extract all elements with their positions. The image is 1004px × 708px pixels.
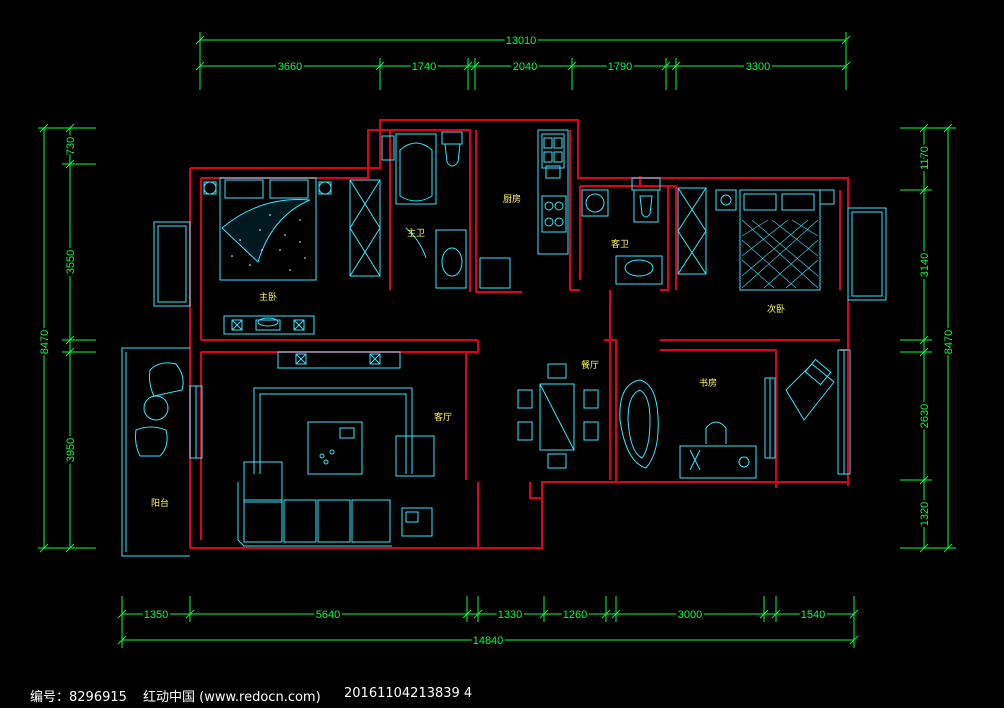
windows bbox=[121, 207, 887, 557]
dim-bottom-seg-4: 1260 bbox=[563, 609, 587, 621]
dim-left-seg-2: 3550 bbox=[65, 250, 77, 274]
master-bed-dots bbox=[231, 214, 306, 271]
reading-chair bbox=[785, 358, 835, 421]
dim-bottom-seg-5: 3000 bbox=[678, 609, 702, 621]
right-dimensions bbox=[900, 123, 956, 553]
living-sofa bbox=[237, 461, 392, 547]
master-bed bbox=[203, 177, 332, 281]
dim-top-seg-5: 3300 bbox=[746, 61, 770, 73]
living-armchair bbox=[395, 435, 435, 477]
dim-right-total: 8470 bbox=[943, 330, 955, 354]
coffee-table bbox=[307, 421, 363, 475]
second-bedroom-furniture bbox=[677, 187, 835, 291]
label-study: 书房 bbox=[699, 377, 717, 389]
kitchen-fixtures bbox=[537, 129, 569, 255]
dim-left-seg-3: 3950 bbox=[65, 438, 77, 462]
dim-top-seg-3: 2040 bbox=[513, 61, 537, 73]
dim-left-seg-1: 730 bbox=[65, 137, 77, 155]
dim-right-seg-2: 3140 bbox=[919, 253, 931, 277]
left-dimensions bbox=[38, 123, 96, 553]
dim-bottom-seg-3: 1330 bbox=[498, 609, 522, 621]
master-bath-door bbox=[405, 227, 511, 289]
label-second-bedroom: 次卧 bbox=[767, 303, 785, 315]
dim-bottom-seg-6: 1540 bbox=[801, 609, 825, 621]
balcony-furniture bbox=[135, 362, 184, 457]
label-kitchen: 厨房 bbox=[503, 193, 521, 205]
dim-top-total: 13010 bbox=[506, 35, 537, 47]
dim-top-seg-2: 1740 bbox=[412, 61, 436, 73]
dim-bottom-seg-1: 1350 bbox=[144, 609, 168, 621]
study-furniture bbox=[619, 379, 757, 479]
label-guest-bath: 客卫 bbox=[611, 238, 629, 250]
bottom-dimensions bbox=[117, 596, 859, 648]
dim-right-seg-4: 1320 bbox=[919, 502, 931, 526]
master-wardrobe bbox=[349, 179, 381, 277]
dining-set bbox=[517, 363, 599, 469]
label-dining: 餐厅 bbox=[581, 359, 599, 371]
dim-bottom-total: 14840 bbox=[473, 635, 504, 647]
footer-code: 20161104213839 4 bbox=[344, 686, 473, 701]
guest-bath-fixtures bbox=[581, 177, 663, 285]
second-bed-pattern bbox=[741, 219, 819, 289]
master-dresser bbox=[223, 315, 315, 335]
dim-right-seg-3: 2630 bbox=[919, 404, 931, 428]
side-table bbox=[401, 507, 433, 537]
dim-top-seg-4: 1790 bbox=[608, 61, 632, 73]
watermark-footer: 编号：8296915 红动中国 (www.redocn.com) 2016110… bbox=[0, 684, 1004, 708]
footer-id: 编号：8296915 bbox=[30, 690, 127, 705]
label-master-bedroom: 主卧 bbox=[259, 291, 277, 303]
master-bath-fixtures bbox=[381, 131, 467, 289]
footer-site: 红动中国 (www.redocn.com) bbox=[143, 690, 321, 705]
tv-cabinet bbox=[277, 351, 401, 369]
label-master-bath: 主卫 bbox=[407, 227, 425, 239]
dim-left-total: 8470 bbox=[39, 330, 51, 354]
dim-right-seg-1: 1170 bbox=[919, 146, 931, 170]
dim-top-seg-1: 3660 bbox=[278, 61, 302, 73]
living-rug bbox=[253, 387, 413, 474]
label-balcony: 阳台 bbox=[151, 497, 169, 509]
dim-bottom-seg-2: 5640 bbox=[316, 609, 340, 621]
label-living: 客厅 bbox=[434, 411, 452, 423]
walls bbox=[189, 119, 849, 549]
top-dimensions bbox=[195, 32, 851, 90]
